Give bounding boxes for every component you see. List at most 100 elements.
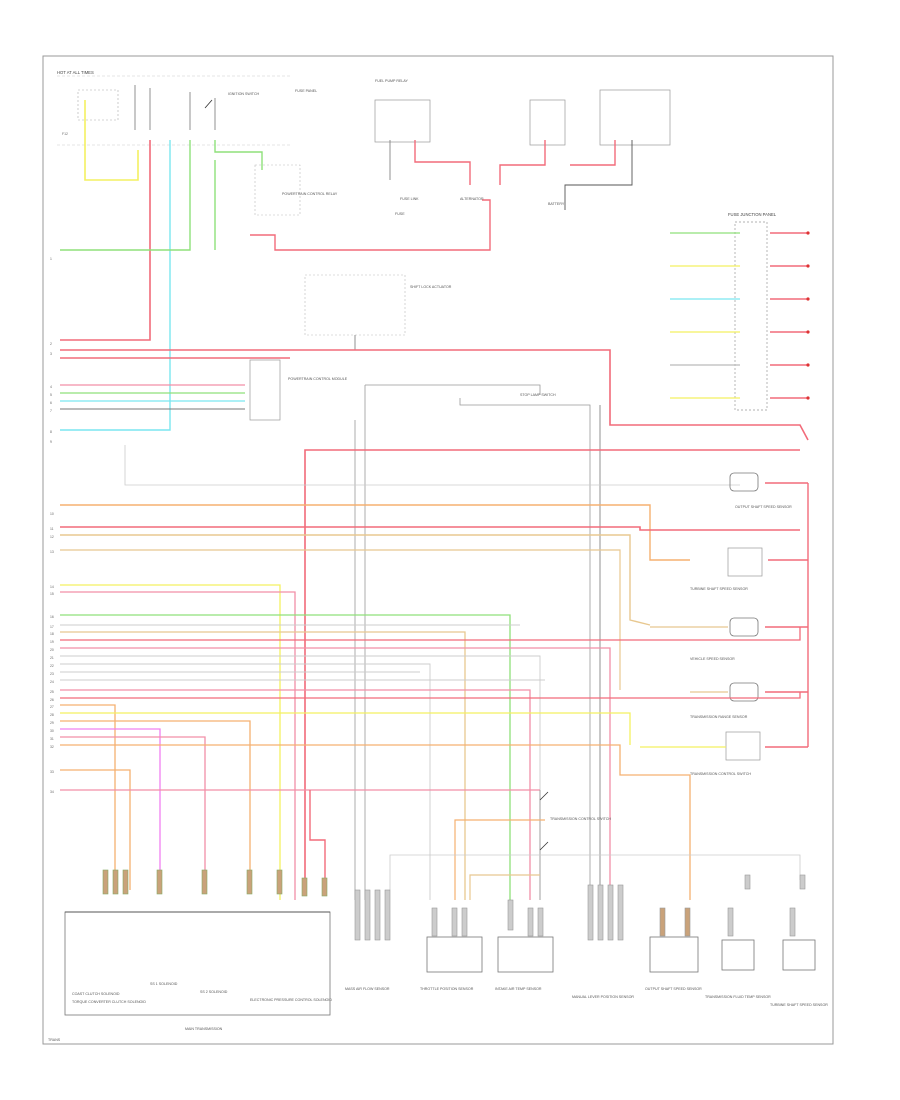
svg-text:2: 2 (50, 342, 52, 346)
lower-wire-bundle (60, 584, 801, 900)
bottom-comp-4: ELECTRONIC PRESSURE CONTROL SOLENOID (250, 998, 332, 1002)
svg-text:25: 25 (50, 690, 54, 694)
svg-text:13: 13 (50, 550, 54, 554)
wire-red-main (60, 140, 151, 341)
shift-lock-switch: SHIFT LOCK ACTUATOR (304, 274, 452, 350)
footer-label: TRANS (48, 1038, 61, 1042)
fuse-link-label: FUSE LINK (400, 197, 419, 201)
svg-text:24: 24 (50, 680, 54, 684)
right-comp-label-5: TRANSMISSION CONTROL SWITCH (690, 772, 751, 776)
svg-text:12: 12 (50, 535, 54, 539)
wire-tan-2 (60, 549, 621, 690)
right-comp-label-1: OUTPUT SHAFT SPEED SENSOR (735, 505, 792, 509)
powertrain-relay: POWERTRAIN CONTROL RELAY (250, 164, 491, 251)
svg-text:29: 29 (50, 721, 54, 725)
tcs-switches: TRANSMISSION CONTROL SWITCH (539, 791, 611, 851)
right-sensor-3: VEHICLE SPEED SENSOR (650, 617, 808, 661)
svg-text:9: 9 (50, 440, 52, 444)
right-comp-label-4: TRANSMISSION RANGE SENSOR (690, 715, 748, 719)
shift-lock-label: SHIFT LOCK ACTUATOR (410, 285, 452, 289)
wire-cyan (60, 140, 171, 431)
svg-text:19: 19 (50, 640, 54, 644)
fuel-pump-relay-label: FUEL PUMP RELAY (375, 79, 408, 83)
svg-text:23: 23 (50, 672, 54, 676)
alternator: ALTERNATOR (460, 197, 484, 201)
header-label: HOT AT ALL TIMES (57, 70, 94, 75)
svg-text:11: 11 (50, 527, 54, 531)
wire-gray-low (389, 854, 801, 890)
wire-orange-1 (60, 504, 690, 561)
wire-green (60, 140, 191, 251)
wire-gray-1 (124, 445, 740, 486)
diagram-frame (42, 55, 834, 1045)
wire-green-2 (214, 140, 263, 170)
ignition-switch-area: IGNITION SWITCH FUSE PANEL F12 (57, 85, 317, 146)
bottom-comp-3: SS 2 SOLENOID (200, 990, 228, 994)
wire-red-down (304, 449, 800, 890)
brake-switch-label: STOP LAMP SWITCH (520, 393, 556, 397)
wire-red-long-1 (60, 349, 809, 441)
svg-text:22: 22 (50, 664, 54, 668)
wire-orange-mid (454, 819, 545, 900)
svg-text:30: 30 (50, 729, 54, 733)
svg-text:15: 15 (50, 592, 54, 596)
svg-text:5: 5 (50, 393, 52, 397)
ignition-switch-label: IGNITION SWITCH (228, 92, 260, 96)
bottom-comp-5: MASS AIR FLOW SENSOR (345, 987, 390, 991)
svg-text:7: 7 (50, 409, 52, 413)
bottom-labels: COAST CLUTCH SOLENOID TORQUE CONVERTER C… (72, 982, 828, 1007)
bottom-comp-10: TRANSMISSION FLUID TEMP SENSOR (705, 995, 771, 999)
svg-text:20: 20 (50, 648, 54, 652)
svg-text:FUSE: FUSE (395, 212, 405, 216)
right-sensor-4: TRANSMISSION RANGE SENSOR (690, 682, 808, 719)
svg-text:26: 26 (50, 698, 54, 702)
svg-text:16: 16 (50, 615, 54, 619)
svg-text:10: 10 (50, 512, 54, 516)
svg-text:18: 18 (50, 632, 54, 636)
svg-text:6: 6 (50, 401, 52, 405)
pcm-connector-block: POWERTRAIN CONTROL MODULE (60, 359, 348, 421)
right-sensor-2: TURBINE SHAFT SPEED SENSOR (690, 547, 808, 591)
tcs-label: TRANSMISSION CONTROL SWITCH (550, 817, 611, 821)
wire-yellow-top (84, 100, 139, 181)
wire-red-2 (60, 526, 800, 531)
powertrain-relay-label: POWERTRAIN CONTROL RELAY (282, 192, 338, 196)
svg-text:28: 28 (50, 713, 54, 717)
fuse-panel-label: FUSE PANEL (295, 89, 317, 93)
wire-tan-low (469, 874, 540, 900)
main-trans-label: MAIN TRANSMISSION (185, 1027, 223, 1031)
bottom-comp-1: TORQUE CONVERTER CLUTCH SOLENOID (72, 1000, 146, 1004)
svg-text:27: 27 (50, 705, 54, 709)
right-comp-label-2: TURBINE SHAFT SPEED SENSOR (690, 587, 748, 591)
fuse-junction-panel: FUSE JUNCTION PANEL (670, 212, 810, 411)
fuse-junction-label: FUSE JUNCTION PANEL (728, 212, 777, 217)
bottom-connectors: MAIN TRANSMISSION (64, 869, 816, 1031)
battery-label: BATTERY (548, 202, 565, 206)
bottom-comp-11: TURBINE SHAFT SPEED SENSOR (770, 1003, 828, 1007)
svg-text:1: 1 (50, 257, 52, 261)
stop-lamp-switch: STOP LAMP SWITCH (354, 384, 601, 900)
right-sensor-1: OUTPUT SHAFT SPEED SENSOR (729, 472, 808, 509)
fuel-pump-relay-2: BATTERY (499, 89, 671, 210)
bottom-comp-0: COAST CLUTCH SOLENOID (72, 992, 120, 996)
alternator-label: ALTERNATOR (460, 197, 484, 201)
bottom-comp-8: MANUAL LEVER POSITION SENSOR (572, 995, 634, 999)
pcm-label: POWERTRAIN CONTROL MODULE (288, 377, 348, 381)
bottom-comp-6: THROTTLE POSITION SENSOR (420, 987, 474, 991)
svg-text:8: 8 (50, 430, 52, 434)
svg-text:34: 34 (50, 790, 54, 794)
svg-text:32: 32 (50, 745, 54, 749)
bottom-comp-2: SS 1 SOLENOID (150, 982, 178, 986)
bottom-comp-9: OUTPUT SHAFT SPEED SENSOR (645, 987, 702, 991)
svg-text:21: 21 (50, 656, 54, 660)
svg-text:F12: F12 (62, 132, 68, 136)
right-comp-label-3: VEHICLE SPEED SENSOR (690, 657, 735, 661)
right-sensor-5: TRANSMISSION CONTROL SWITCH (640, 731, 808, 776)
svg-text:4: 4 (50, 385, 52, 389)
svg-text:3: 3 (50, 352, 52, 356)
svg-text:33: 33 (50, 770, 54, 774)
svg-text:14: 14 (50, 585, 54, 589)
wire-tan-1 (60, 534, 651, 626)
